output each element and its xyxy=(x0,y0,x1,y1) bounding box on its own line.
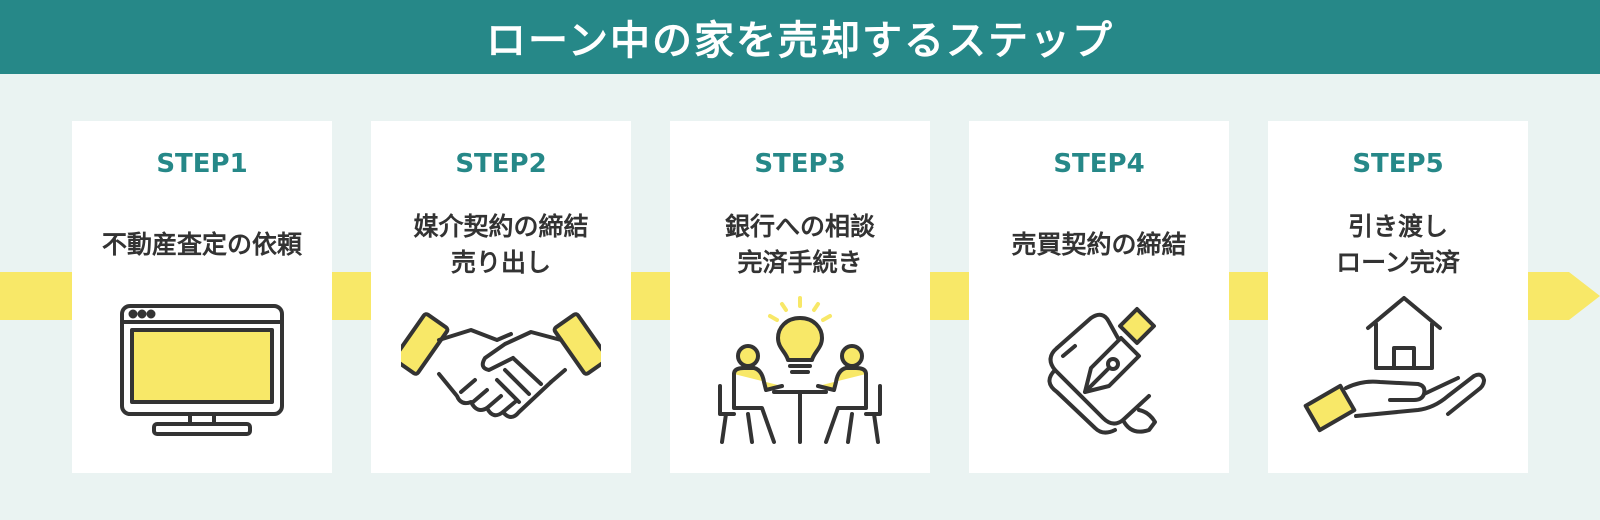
consultation-icon xyxy=(700,296,900,446)
step-description-line: 売り出し xyxy=(450,248,551,277)
step-description-line: 銀行への相談 xyxy=(724,212,875,241)
step-card-4: STEP4 売買契約の締結 xyxy=(969,121,1229,473)
step-description-line: 完済手続き xyxy=(737,248,863,277)
step-description: 売買契約の締結 xyxy=(969,205,1229,285)
step-label: STEP3 xyxy=(754,149,846,179)
step-label: STEP4 xyxy=(1053,149,1145,179)
step-card-3: STEP3 銀行への相談 完済手続き xyxy=(670,121,930,473)
step-card-1: STEP1 不動産査定の依頼 xyxy=(72,121,332,473)
contract-pen-icon xyxy=(999,296,1199,446)
step-description-line: 引き渡し xyxy=(1347,212,1448,241)
monitor-icon xyxy=(102,296,302,446)
page-title: ローン中の家を売却するステップ xyxy=(486,18,1114,64)
step-description: 媒介契約の締結 売り出し xyxy=(371,205,631,285)
step-description: 銀行への相談 完済手続き xyxy=(670,205,930,285)
step-label: STEP1 xyxy=(156,149,248,179)
step-label: STEP5 xyxy=(1352,149,1444,179)
step-card-5: STEP5 引き渡し ローン完済 xyxy=(1268,121,1528,473)
header-bar: ローン中の家を売却するステップ xyxy=(0,0,1600,74)
step-description-line: 売買契約の締結 xyxy=(1011,230,1187,259)
handshake-icon xyxy=(401,296,601,446)
step-card-2: STEP2 媒介契約の締結 売り出し xyxy=(371,121,631,473)
step-description-line: ローン完済 xyxy=(1336,248,1460,277)
step-description: 不動産査定の依頼 xyxy=(72,205,332,285)
step-description-line: 媒介契約の締結 xyxy=(413,212,589,241)
house-in-hand-icon xyxy=(1298,296,1498,446)
step-description: 引き渡し ローン完済 xyxy=(1268,205,1528,285)
step-description-line: 不動産査定の依頼 xyxy=(101,230,302,259)
step-label: STEP2 xyxy=(455,149,547,179)
